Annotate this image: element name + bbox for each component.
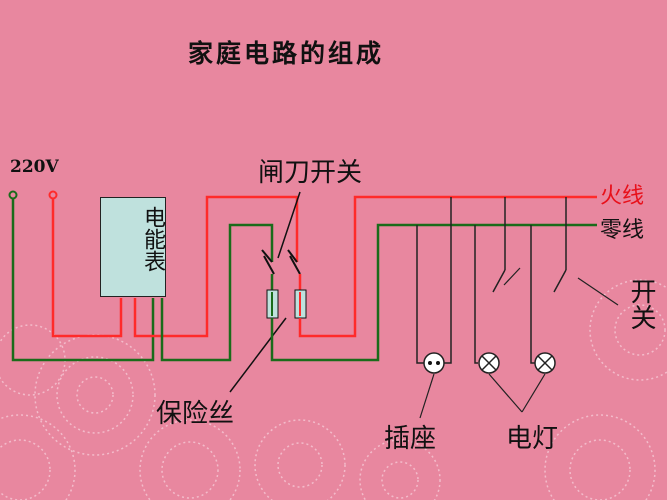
electric-meter-label: 电能表 — [140, 206, 165, 272]
page-title: 家庭电路的组成 — [187, 39, 384, 68]
knife-switch-pointer — [277, 191, 301, 259]
switch-pointer-2 — [577, 277, 619, 306]
fuse-pointer — [229, 317, 287, 393]
knife-switch-blade-right — [287, 249, 298, 263]
lamp-pointer-1 — [488, 373, 523, 413]
socket-symbol — [423, 352, 445, 374]
electric-meter: 电能表 — [100, 197, 166, 297]
input-terminal-right — [48, 190, 58, 200]
lamp2-switch — [553, 269, 567, 293]
knife-switch-blade-left — [261, 249, 273, 263]
socket-pointer — [419, 373, 435, 419]
live-input-wire — [51, 199, 123, 338]
knife-switch-blade-left-lower — [263, 255, 275, 275]
meter-neutral-out-wire — [160, 223, 274, 362]
lamp2-branch-wire — [530, 225, 535, 364]
lamp-label: 电灯 — [506, 424, 559, 454]
neutral-input-wire — [11, 199, 155, 362]
socket-label: 插座 — [384, 424, 437, 454]
knife-switch-label: 闸刀开关 — [258, 158, 363, 188]
lamp-pointer-2 — [521, 373, 546, 413]
live-fuse-out-wire — [298, 195, 597, 338]
switch-pointer-1 — [503, 267, 521, 286]
knife-switch-blade-right-lower — [289, 255, 301, 275]
live-wire-label: 火线 — [600, 184, 645, 209]
meter-live-out-wire — [133, 195, 299, 338]
input-terminal-left — [8, 190, 18, 200]
lamp1-switch — [492, 269, 506, 293]
switch-label: 开关 — [626, 278, 656, 330]
fuse-label: 保险丝 — [156, 399, 235, 429]
socket-branch-wire — [416, 225, 425, 364]
neutral-fuse-out-wire — [270, 223, 597, 362]
lamp1-branch-wire — [474, 225, 478, 364]
neutral-wire-label: 零线 — [600, 218, 645, 243]
voltage-label: 220V — [10, 157, 59, 177]
